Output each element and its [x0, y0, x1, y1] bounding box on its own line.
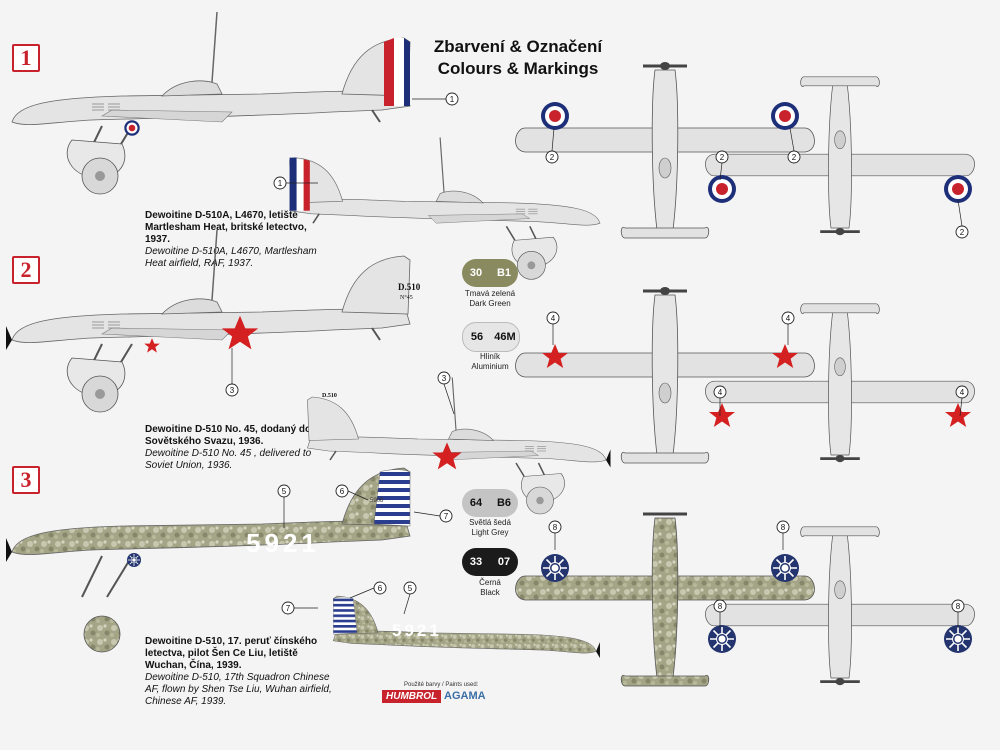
- scheme-2-caption: Dewoitine D-510 No. 45, dodaný do Sověts…: [145, 424, 333, 472]
- tail-code-small: D.510: [322, 393, 337, 399]
- svg-text:3: 3: [442, 374, 447, 383]
- scheme-1-small-side-view: [288, 136, 601, 281]
- serial-5921-large: 5921: [246, 528, 320, 558]
- scheme-2-small-side-view: [306, 376, 611, 515]
- tail-code-large: D.510: [398, 282, 421, 292]
- scheme-1-bottom-view: [704, 75, 976, 237]
- svg-text:8: 8: [956, 602, 961, 611]
- svg-text:7: 7: [286, 604, 291, 613]
- agama-logo: AGAMA: [444, 690, 486, 702]
- scheme-badge-1: 1: [12, 44, 40, 72]
- caption-cz: Dewoitine D-510, 17. peruť čínského lete…: [145, 636, 318, 671]
- svg-text:2: 2: [550, 153, 555, 162]
- scheme-2-large-side-view: [6, 229, 411, 413]
- svg-text:6: 6: [340, 487, 345, 496]
- svg-text:8: 8: [553, 523, 558, 532]
- svg-text:7: 7: [444, 512, 449, 521]
- serial-5921-small: 5921: [392, 621, 442, 640]
- caption-en: Dewoitine D-510 No. 45 , delivered to So…: [145, 448, 312, 471]
- scheme-1-large-side-view: [11, 11, 411, 195]
- tail-number-large: N°45: [400, 294, 413, 301]
- scheme-3-small-side-view: [332, 595, 600, 658]
- title-cz: Zbarvení & Označení: [433, 37, 603, 56]
- svg-text:1: 1: [450, 95, 455, 104]
- scheme-2-bottom-view: [704, 302, 976, 464]
- svg-text:2: 2: [792, 153, 797, 162]
- scheme-3-caption: Dewoitine D-510, 17. peruť čínského lete…: [145, 636, 333, 708]
- callout-markers: [225, 92, 969, 628]
- scheme-3-bottom-view: [704, 525, 976, 687]
- svg-text:5: 5: [282, 487, 287, 496]
- svg-text:4: 4: [960, 388, 965, 397]
- paints-used-label: Použité barvy / Paints used:: [404, 682, 479, 688]
- svg-text:1: 1: [278, 179, 283, 188]
- scheme-badge-2: 2: [12, 256, 40, 284]
- svg-text:4: 4: [551, 314, 556, 323]
- caption-en: Dewoitine D-510A, L4670, Martlesham Heat…: [145, 246, 317, 269]
- caption-cz: Dewoitine D-510A, L4670, letiště Martles…: [145, 210, 307, 245]
- svg-text:4: 4: [786, 314, 791, 323]
- svg-text:8: 8: [781, 523, 786, 532]
- caption-cz: Dewoitine D-510 No. 45, dodaný do Sověts…: [145, 424, 312, 447]
- svg-text:4: 4: [718, 388, 723, 397]
- svg-text:8: 8: [718, 602, 723, 611]
- scheme-3-large-side-view: [6, 467, 411, 653]
- svg-text:2: 2: [720, 153, 725, 162]
- svg-text:2: 2: [960, 228, 965, 237]
- svg-text:6: 6: [378, 584, 383, 593]
- page-title: Zbarvení & Označení Colours & Markings: [418, 36, 618, 80]
- caption-en: Dewoitine D-510, 17th Squadron Chinese A…: [145, 672, 332, 707]
- svg-text:5: 5: [408, 584, 413, 593]
- tail-code-china: 5908: [370, 498, 384, 504]
- callout-labels: 1 1 2 2 2 2 3 3 4 4 4 4 5 6 7 6 5 7 8 8 …: [230, 95, 965, 613]
- svg-text:3: 3: [230, 386, 235, 395]
- title-en: Colours & Markings: [437, 59, 599, 78]
- scheme-3-top-view: [515, 512, 815, 687]
- humbrol-logo: HUMBROL: [382, 690, 442, 703]
- scheme-badge-3: 3: [12, 466, 40, 494]
- scheme-1-caption: Dewoitine D-510A, L4670, letiště Martles…: [145, 210, 333, 270]
- scheme-2-top-view: [514, 285, 816, 465]
